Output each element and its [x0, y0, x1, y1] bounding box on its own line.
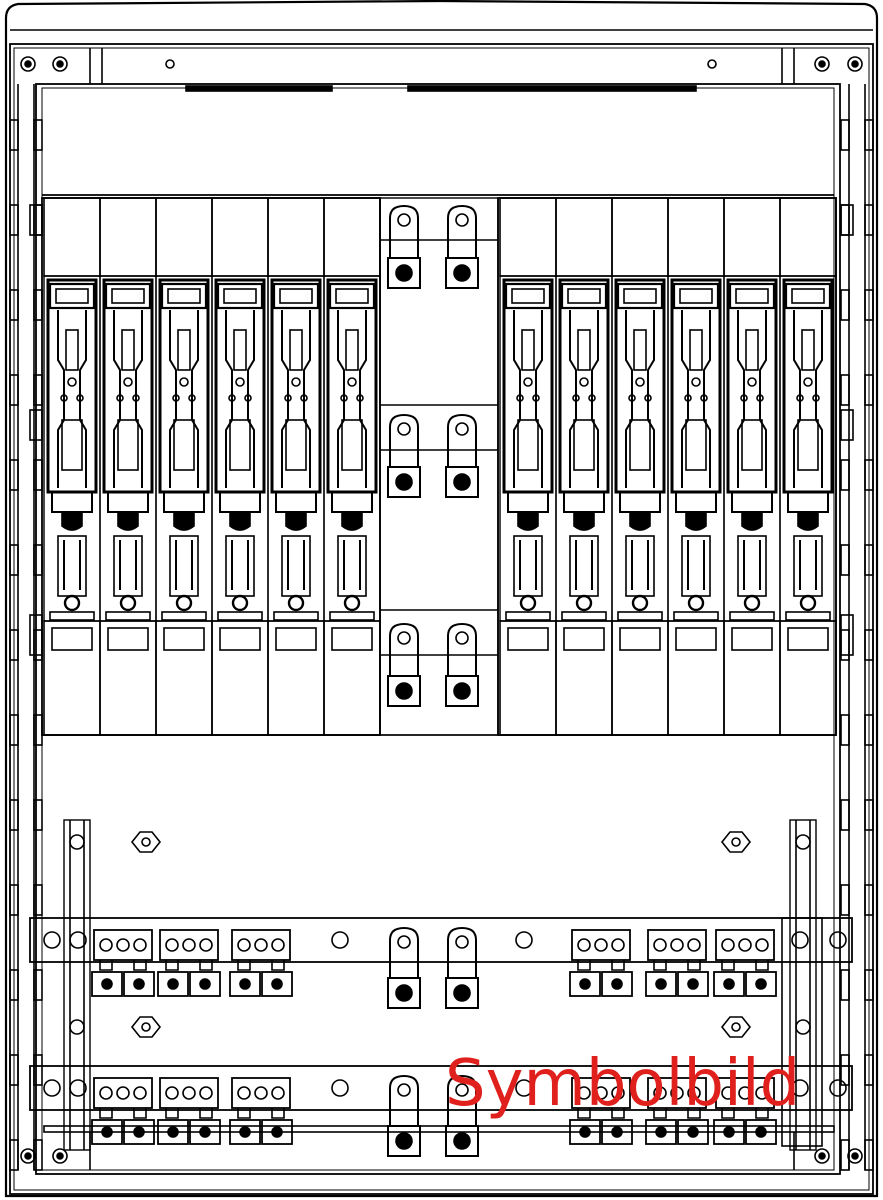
- cable-lug-icon: [387, 926, 421, 1009]
- mounting-hole-icon: [20, 56, 36, 72]
- lower-area: [29, 819, 853, 1170]
- mounting-hole-icon: [130, 1016, 162, 1038]
- cable-lug-icon: [445, 926, 479, 1009]
- fuse-base-icon: [499, 197, 557, 736]
- busbar: [29, 917, 853, 963]
- mounting-hole-icon: [20, 1148, 36, 1164]
- terminal-block-icon: [229, 1077, 293, 1145]
- mounting-hole-icon: [814, 1148, 830, 1164]
- cable-lug-icon: [445, 413, 479, 498]
- cable-lug-icon: [445, 204, 479, 289]
- cable-lug-icon: [387, 413, 421, 498]
- mounting-hole-icon: [847, 56, 863, 72]
- mounting-hole-icon: [720, 1016, 752, 1038]
- fuse-base-icon: [323, 197, 381, 736]
- fuse-base-icon: [211, 197, 269, 736]
- terminal-block-icon: [569, 929, 633, 997]
- fuse-base-icon: [99, 197, 157, 736]
- terminal-block-icon: [645, 929, 709, 997]
- fuse-base-icon: [723, 197, 781, 736]
- fuse-base-icon: [611, 197, 669, 736]
- terminal-block-icon: [91, 1077, 155, 1145]
- mounting-hole-icon: [814, 56, 830, 72]
- busbar-zone: [379, 197, 499, 736]
- mounting-hole-icon: [720, 831, 752, 853]
- fuse-base-icon: [555, 197, 613, 736]
- mounting-hole-icon: [130, 831, 162, 853]
- cable-lug-icon: [445, 622, 479, 707]
- watermark-label: Symbolbild: [445, 1047, 801, 1121]
- enclosure-frame: [4, 0, 879, 1198]
- busbar: [29, 1065, 853, 1111]
- terminal-block-icon: [713, 929, 777, 997]
- cable-lug-icon: [387, 1074, 421, 1157]
- cable-lug-icon: [387, 204, 421, 289]
- fuse-base-icon: [267, 197, 325, 736]
- fuse-base-icon: [155, 197, 213, 736]
- terminal-block-icon: [157, 929, 221, 997]
- terminal-block-icon: [157, 1077, 221, 1145]
- fuse-base-icon: [667, 197, 725, 736]
- terminal-block-icon: [229, 929, 293, 997]
- fuse-base-icon: [779, 197, 837, 736]
- cable-lug-icon: [387, 622, 421, 707]
- fuse-base-icon: [43, 197, 101, 736]
- terminal-block-icon: [91, 929, 155, 997]
- mounting-hole-icon: [52, 56, 68, 72]
- cable-lug-icon: [445, 1074, 479, 1157]
- mounting-hole-icon: [52, 1148, 68, 1164]
- mounting-hole-icon: [847, 1148, 863, 1164]
